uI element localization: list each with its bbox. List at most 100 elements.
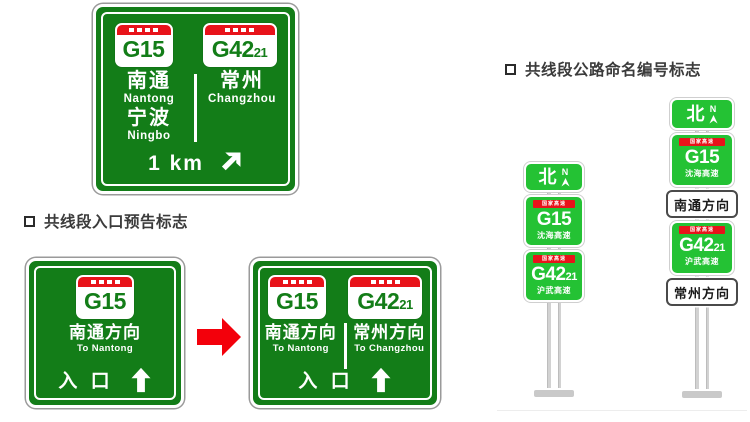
shield-number-sub: 21 — [399, 297, 413, 312]
destination-group-left: 南通方向 To Nantong — [261, 323, 341, 355]
caption-text: 共线段公路命名编号标志 — [525, 62, 702, 79]
route-plate-g15: 国家高速 G15 沈海高速 — [670, 133, 734, 187]
red-right-arrow-icon — [197, 318, 241, 356]
destination-cn: 常州方向 — [353, 323, 426, 342]
shield-number: G42 21 — [350, 287, 420, 317]
entrance-label: 入 口 — [58, 371, 114, 392]
route-plate-g4221: 国家高速 G42 21 沪武高速 — [670, 221, 734, 275]
destination-en: Ningbo — [127, 130, 171, 143]
route-plate-g15: 国家高速 G15 沈海高速 — [524, 195, 584, 247]
route-shield-g15: G15 — [268, 275, 326, 319]
diagonal-up-right-arrow-icon — [221, 152, 241, 171]
route-shield-g15: G15 — [76, 275, 134, 319]
plate-red-band: 国家高速 — [679, 226, 725, 234]
route-plate-g4221: 国家高速 G42 21 沪武高速 — [524, 250, 584, 302]
route-code-main: G42 — [531, 264, 566, 285]
north-letter: N — [709, 103, 717, 114]
caption-route-naming-sign: 共线段公路命名编号标志 — [505, 58, 701, 80]
north-direction-plate: 北 N — [670, 98, 734, 130]
destination-group-right: 常州 Changzhou — [201, 70, 283, 107]
route-naming-sign-assembly-right: 北 N 国家高速 G15 沈海高速 南通方向 国家高速 G42 — [662, 98, 742, 398]
destination-cn: 常州 — [220, 70, 264, 92]
north-direction-plate: 北 N — [524, 162, 584, 192]
advance-sign-destination-row: 南通 Nantong 宁波 Ningbo 常州 Changzhou — [108, 70, 283, 148]
destination-en: Changzhou — [208, 93, 276, 106]
route-name-cn: 沈海高速 — [537, 231, 571, 240]
north-cn-label: 北 — [538, 167, 557, 187]
plate-red-band: 国家高速 — [532, 255, 576, 263]
direction-plate-changzhou: 常州方向 — [666, 278, 738, 306]
route-name-cn: 沪武高速 — [537, 286, 571, 295]
route-naming-sign-assembly-left: 北 N 国家高速 G15 沈海高速 国家高速 G42 21 — [522, 162, 586, 397]
entry-sign-shield-row: G15 G42 21 — [253, 275, 437, 319]
north-arrow-icon: N — [560, 166, 570, 187]
destination-cn: 宁波 — [127, 106, 171, 129]
shield-number: G15 — [270, 287, 324, 317]
plate-stack: 北 N 国家高速 G15 沈海高速 南通方向 国家高速 G42 — [662, 98, 742, 306]
caption-entry-advance-sign: 共线段入口预告标志 — [24, 210, 188, 232]
pole-base-plate — [682, 391, 722, 398]
destination-group: 南通方向 To Nantong — [37, 323, 173, 355]
plate-stack: 北 N 国家高速 G15 沈海高速 国家高速 G42 21 — [522, 162, 586, 302]
advance-sign-distance-row: 1 km — [96, 150, 295, 177]
route-code-main: G15 — [684, 147, 720, 168]
entry-sign-single-route: G15 南通方向 To Nantong 入 口 — [26, 258, 184, 408]
route-shield-g15: G15 — [114, 23, 173, 67]
route-code: G42 21 — [531, 265, 577, 284]
route-name-cn: 沪武高速 — [685, 257, 719, 266]
shield-number-main: G15 — [122, 36, 165, 62]
shield-number: G15 — [78, 287, 132, 317]
north-cn-label: 北 — [686, 104, 705, 124]
shield-red-band — [350, 277, 420, 287]
shield-red-band — [204, 25, 275, 35]
route-code-main: G42 — [679, 235, 714, 256]
ground-line — [497, 410, 747, 411]
advance-guide-sign: G15 G42 21 南通 Nantong 宁波 Ningbo — [93, 4, 298, 194]
shield-number-main: G42 — [357, 288, 400, 314]
destination-en: Nantong — [123, 93, 175, 106]
shield-number: G42 21 — [205, 35, 275, 65]
shield-red-band — [116, 25, 171, 35]
destination-group-left: 南通 Nantong 宁波 Ningbo — [108, 70, 190, 144]
route-code-sub: 21 — [713, 242, 726, 254]
route-shield-g4221: G42 21 — [348, 275, 422, 319]
entry-sign-entrance-row: 入 口 — [253, 366, 437, 393]
vertical-divider — [343, 323, 347, 369]
square-bullet-icon — [24, 215, 35, 227]
plate-red-band: 国家高速 — [532, 200, 576, 208]
route-name-cn: 沈海高速 — [685, 169, 719, 178]
destination-en: To Nantong — [272, 342, 329, 354]
route-code: G42 21 — [679, 236, 725, 255]
plate-red-band: 国家高速 — [679, 138, 725, 146]
shield-red-band — [78, 277, 132, 287]
pole-base-plate — [534, 390, 574, 397]
destination-en: To Nantong — [76, 342, 134, 354]
destination-cn: 南通方向 — [264, 323, 337, 342]
route-code: G15 — [684, 147, 720, 168]
route-shield-g4221: G42 21 — [202, 23, 277, 67]
entry-sign-concurrent-routes: G15 G42 21 南通方向 To Nantong 常州 — [250, 258, 440, 408]
shield-number-sub: 21 — [253, 45, 268, 60]
shield-red-band — [270, 277, 324, 287]
destination-en: To Changzhou — [354, 342, 425, 354]
destination-cn: 南通方向 — [69, 323, 141, 342]
entrance-label: 入 口 — [298, 371, 354, 392]
destination-group-right: 常州方向 To Changzhou — [350, 323, 430, 355]
up-arrow-icon — [131, 367, 151, 392]
north-letter: N — [561, 166, 569, 177]
distance-label: 1 km — [148, 151, 204, 175]
shield-number-main: G15 — [276, 288, 318, 314]
shield-number-main: G42 — [211, 36, 254, 62]
direction-plate-nantong: 南通方向 — [666, 190, 738, 218]
entry-sign-destination-row: 南通方向 To Nantong 常州方向 To Changzhou — [261, 323, 429, 373]
route-code-sub: 21 — [565, 271, 578, 283]
advance-sign-shield-row: G15 G42 21 — [96, 23, 295, 67]
caption-text: 共线段入口预告标志 — [44, 214, 189, 231]
vertical-divider — [194, 74, 197, 142]
up-arrow-icon — [371, 367, 391, 392]
shield-number: G15 — [117, 35, 171, 65]
entry-sign-entrance-row: 入 口 — [29, 366, 181, 393]
route-code-main: G15 — [536, 209, 572, 230]
square-bullet-icon — [505, 63, 516, 75]
